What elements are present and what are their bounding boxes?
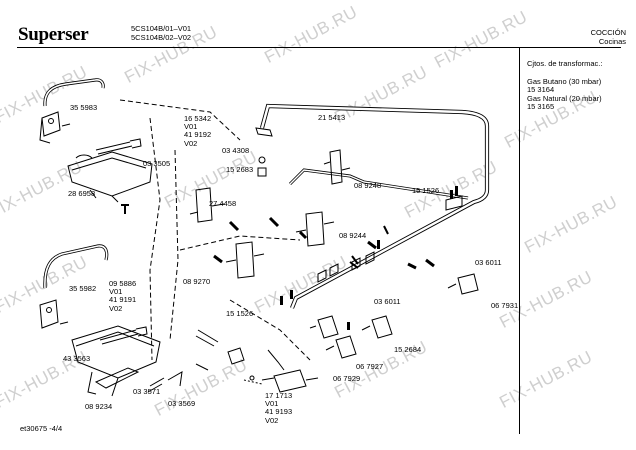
part-number: 27 4458: [209, 199, 237, 208]
part-number: 21 5413: [318, 113, 346, 122]
part-number: 35 5983: [70, 103, 98, 112]
part-number: 08 9234: [85, 402, 113, 411]
burner-support: [94, 367, 140, 389]
part-number: 15 2684: [394, 345, 422, 354]
part-number: 17 1713 V01 41 9193 V02: [265, 391, 293, 425]
gas-manifold: [259, 103, 490, 309]
part-number: 15 1526: [226, 309, 254, 318]
burner-cup-bottom: [71, 325, 161, 379]
assembly-line: [119, 99, 241, 141]
gas-tap: [335, 335, 357, 359]
sleeve: [227, 347, 245, 365]
model-numbers: 5CS104B/01–V01 5CS104B/02–V02: [131, 24, 192, 42]
butano-label: Gas Butano (30 mbar): [527, 76, 602, 86]
gas-valve: [195, 187, 213, 223]
gas-valve: [329, 149, 343, 185]
gas-tap: [371, 315, 393, 339]
natural-code: 15 3165: [527, 102, 555, 112]
part-number: 35 5982: [69, 284, 97, 293]
model-number: 5CS104B/02–V02: [131, 32, 192, 42]
header-divider: [17, 47, 621, 48]
section-label: COCCIÓN: [590, 28, 626, 37]
document-reference: et30675 -4/4: [20, 424, 63, 433]
part-number: 03 3571: [133, 387, 161, 396]
part-number: 03 3505: [143, 159, 171, 168]
section-sublabel: Cocinas: [598, 36, 626, 46]
gas-valve: [305, 211, 325, 247]
natural-label: Gas Natural (20 mbar): [527, 93, 602, 103]
conversion-kits-title: Cjtos. de transformac.:: [527, 59, 603, 68]
part-number: 06 7927: [356, 362, 384, 371]
part-number: 15 2683: [226, 165, 254, 174]
part-number: 03 6011: [374, 297, 401, 306]
conversion-kits-panel: Cjtos. de transformac.: Gas Butano (30 m…: [527, 59, 603, 112]
burner-bracket-top: [39, 111, 61, 144]
thermocouple-probe-bottom: [99, 329, 139, 345]
butano-code: 15 3164: [527, 85, 555, 95]
part-number: 15 1526: [412, 186, 440, 195]
assembly-line: [149, 117, 161, 361]
part-number: 28 6958: [68, 189, 96, 198]
assembly-line: [169, 149, 179, 341]
assembly-line: [229, 299, 311, 361]
section-title: COCCIÓN Cocinas: [590, 28, 626, 46]
part-number: 09 5886 V01 41 9191 V02: [109, 279, 137, 313]
gas-tap: [457, 273, 479, 295]
thermocouple-tube-bottom: [43, 244, 109, 289]
gas-valve: [235, 241, 255, 279]
part-number: 08 9244: [339, 231, 367, 240]
part-number: 43 3563: [63, 354, 91, 363]
valve-block: [273, 369, 307, 393]
sidebar-divider: [519, 47, 520, 434]
model-number: 5CS104B/01–V01: [131, 24, 192, 33]
part-number: 06 7929: [333, 374, 361, 383]
gas-tap: [317, 315, 339, 339]
burner-cup-top: [67, 151, 153, 197]
brand-logo: Superser: [18, 24, 89, 45]
burner-bracket-bottom: [39, 299, 59, 329]
part-number: 08 9248: [354, 181, 382, 190]
part-number: 03 4308: [222, 146, 250, 155]
part-number: 03 6011: [475, 258, 502, 267]
part-number: 03 3569: [168, 399, 196, 408]
thermocouple-probe-top: [95, 141, 133, 155]
part-number: 16 5342 V01 41 9192 V02: [184, 114, 212, 148]
assembly-line: [179, 235, 301, 251]
part-number: 06 7931: [491, 301, 519, 310]
part-number: 08 9270: [183, 277, 211, 286]
